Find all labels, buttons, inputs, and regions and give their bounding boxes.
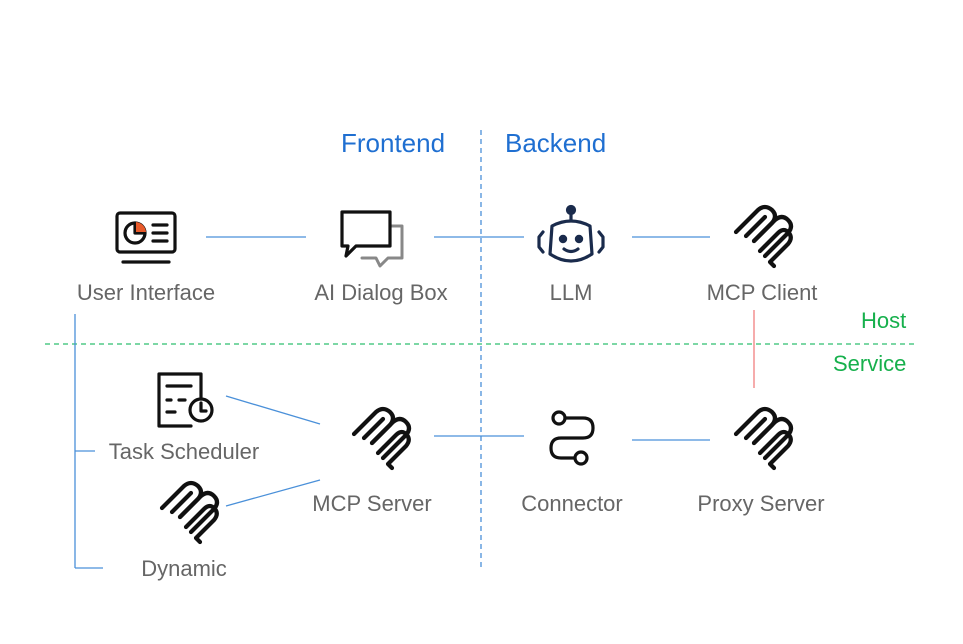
host-zone-label: Host xyxy=(861,308,907,333)
edge-dynamic-to-server xyxy=(225,479,321,507)
mcp-logo-icon xyxy=(351,406,412,471)
dynamic-label: Dynamic xyxy=(141,556,227,581)
mcp-client-label: MCP Client xyxy=(706,280,818,305)
chat-bubbles-icon xyxy=(340,210,404,268)
dashboard-monitor-icon xyxy=(115,211,177,264)
frontend-heading: Frontend xyxy=(341,128,446,158)
ui-tree-bracket xyxy=(74,314,103,569)
mcp-logo-icon xyxy=(733,204,794,269)
mcp-logo-icon xyxy=(159,480,220,545)
user-interface-label: User Interface xyxy=(76,280,216,305)
backend-heading: Backend xyxy=(505,128,607,158)
edge-scheduler-to-server xyxy=(225,395,321,425)
proxy-server-label: Proxy Server xyxy=(697,491,825,516)
llm-label: LLM xyxy=(549,280,593,305)
robot-icon xyxy=(537,204,605,263)
mcp-server-label: MCP Server xyxy=(312,491,432,516)
ai-dialog-box-label: AI Dialog Box xyxy=(314,280,448,305)
mcp-logo-icon xyxy=(733,406,794,471)
connector-path-icon xyxy=(549,410,595,466)
connector-label: Connector xyxy=(521,491,623,516)
service-zone-label: Service xyxy=(833,351,907,376)
document-clock-icon xyxy=(157,372,214,428)
task-scheduler-label: Task Scheduler xyxy=(108,439,260,464)
